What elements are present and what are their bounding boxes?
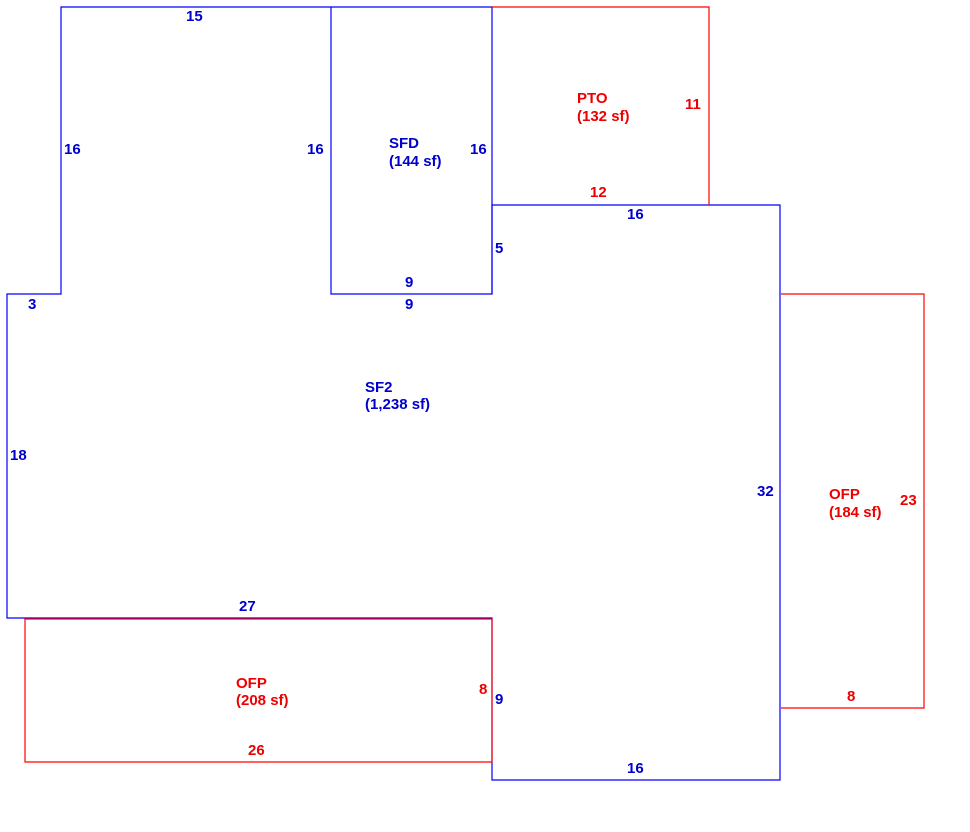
sfd-area-label: (144 sf) [389,153,442,170]
dim-sf2-inner-vertical: 16 [307,141,324,158]
ofp-right-area-label: (184 sf) [829,504,882,521]
dim-sf2-right: 32 [757,483,774,500]
dim-sfd-right: 16 [470,141,487,158]
dim-sf2-left-lower: 18 [10,447,27,464]
dim-sf2-top-left: 15 [186,8,203,25]
dim-sfd-bottom-outer: 9 [405,296,413,313]
dim-sf2-step-right-vertical: 5 [495,240,503,257]
ofp-bottom-name-label: OFP [236,675,267,692]
dim-sf2-step-left: 3 [28,296,36,313]
ofp-bottom-outline [24,618,493,763]
dim-pto-right: 11 [685,96,701,113]
sf2-outline [6,6,781,781]
pto-area-label: (132 sf) [577,108,630,125]
dim-sf2-bottom-left: 27 [239,598,256,615]
dim-ofp-bottom-bottom: 26 [248,742,265,759]
pto-name-label: PTO [577,90,608,107]
pto-outline [492,6,710,205]
dim-sf2-bottom-right-vertical: 9 [495,691,503,708]
ofp-right-outline [781,293,925,709]
dim-sf2-top-right: 16 [627,206,644,223]
dim-ofp-right-side: 23 [900,492,917,509]
sfd-name-label: SFD [389,135,419,152]
dim-sf2-bottom-right: 16 [627,760,644,777]
dim-sf2-left-upper: 16 [64,141,81,158]
dim-pto-bottom: 12 [590,184,607,201]
ofp-right-name-label: OFP [829,486,860,503]
dim-ofp-bottom-right: 8 [479,681,487,698]
dim-ofp-right-bottom: 8 [847,688,855,705]
sf2-area-label: (1,238 sf) [365,396,430,413]
sf2-name-label: SF2 [365,379,393,396]
ofp-bottom-area-label: (208 sf) [236,692,289,709]
dim-sfd-bottom-inner: 9 [405,274,413,291]
